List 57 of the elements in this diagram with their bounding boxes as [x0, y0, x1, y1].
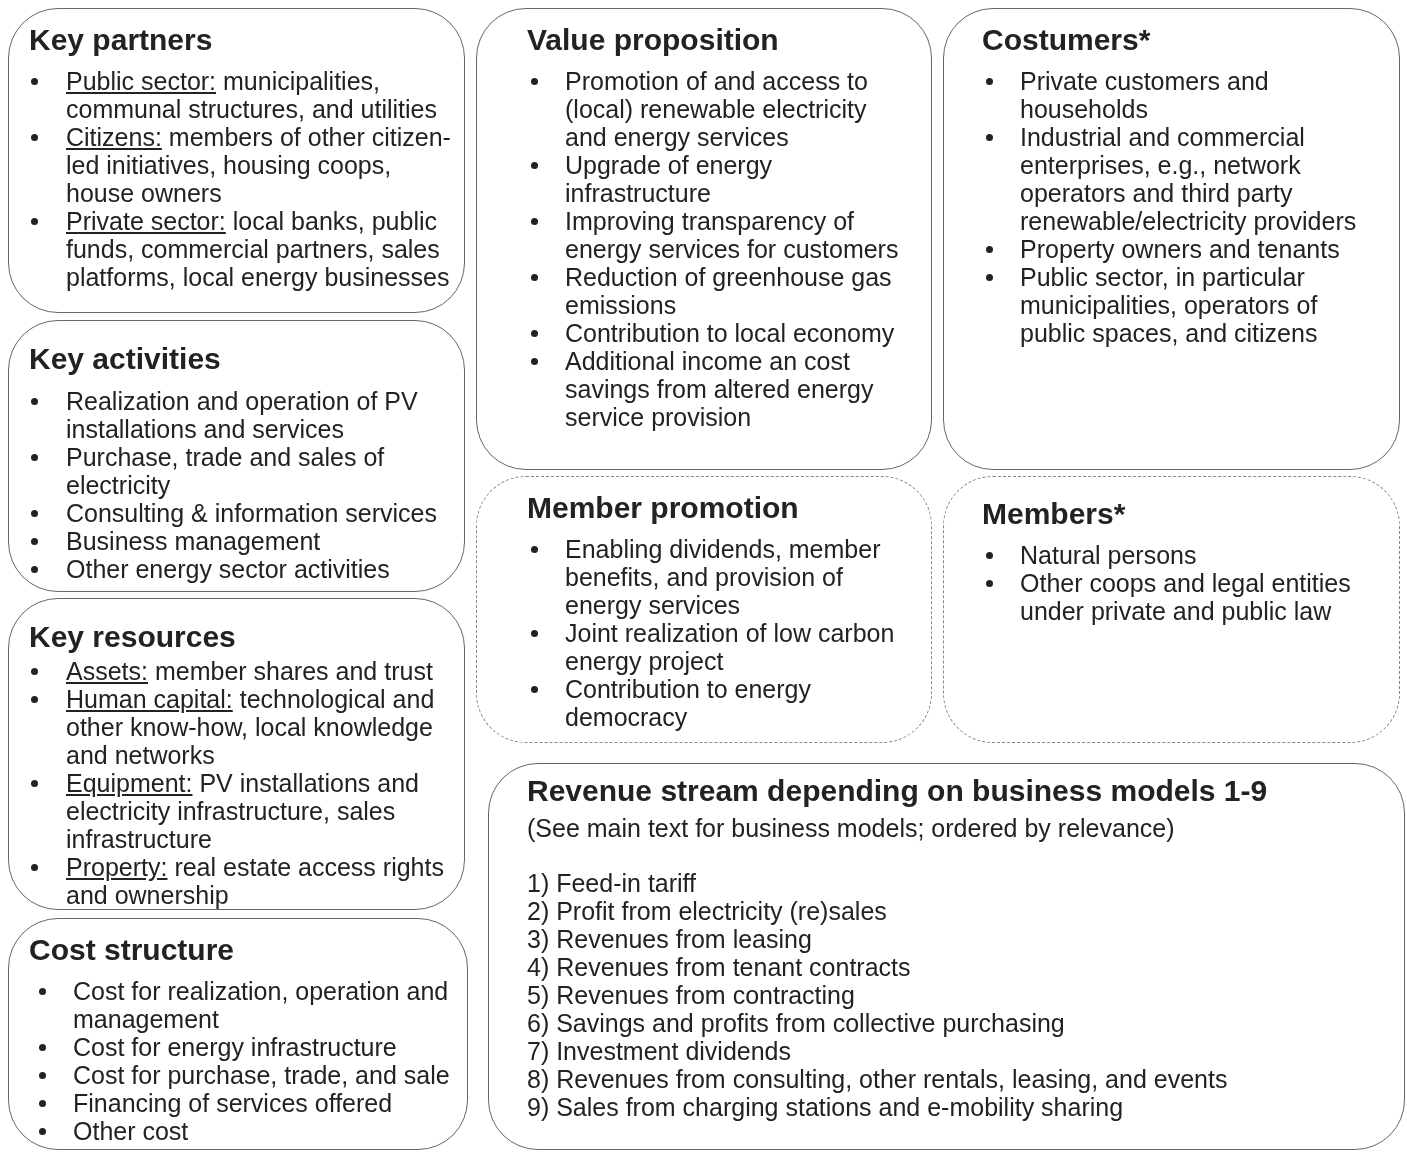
bullet-item: Property: real estate access rights and ownership [66, 853, 445, 909]
card-heading: Costumers* [982, 23, 1151, 57]
card-heading: Key resources [29, 620, 236, 654]
bullet-item: Realization and operation of PV installations and services [66, 387, 419, 443]
bullet-item: Upgrade of energy infrastructure [565, 151, 774, 207]
bullet-item: Purchase, trade and sales of electricity [66, 443, 386, 499]
rounded-card [476, 8, 932, 470]
numbered-item: 2) Profit from electricity (re)sales [527, 897, 887, 925]
bullet-item: Property owners and tenants [1020, 235, 1341, 263]
bullet-item: Enabling dividends, member benefits, and provision of energy services [565, 535, 882, 619]
numbered-item: 9) Sales from charging stations and e-mobility sharing [527, 1093, 1124, 1121]
bullet-item: Public sector, in particular municipalities, operators of public spaces, and citizens [1020, 263, 1319, 347]
bullet-item: Contribution to local economy [565, 319, 896, 347]
bullet-item: Business management [66, 527, 322, 555]
bullet-item: Cost for energy infrastructure [73, 1033, 398, 1061]
bullet-item: Additional income an cost savings from altered energy service provision [565, 347, 875, 431]
dashed-card [943, 476, 1400, 743]
rounded-card [8, 598, 465, 910]
bullet-item: Private sector: local banks, public funds, commercial partners, sales platforms, local energy businesses [66, 207, 451, 291]
rounded-card [8, 918, 468, 1150]
numbered-item: 1) Feed-in tariff [527, 869, 697, 897]
bullet-item: Human capital: technological and other know-how, local knowledge and networks [66, 685, 436, 769]
bullet-item: Other coops and legal entities under private and public law [1020, 569, 1352, 625]
rounded-card [488, 763, 1405, 1150]
bullet-item: Assets: member shares and trust [66, 657, 434, 685]
numbered-item: 4) Revenues from tenant contracts [527, 953, 911, 981]
bullet-item: Natural persons [1020, 541, 1198, 569]
numbered-item: 8) Revenues from consulting, other rentals, leasing, and events [527, 1065, 1228, 1093]
card-heading: Members* [982, 497, 1126, 531]
numbered-item: 7) Investment dividends [527, 1037, 792, 1065]
bullet-item: Consulting & information services [66, 499, 438, 527]
bullet-item: Other energy sector activities [66, 555, 391, 583]
bullet-item: Reduction of greenhouse gas emissions [565, 263, 893, 319]
bullet-item: Other cost [73, 1117, 190, 1145]
card-heading: Value proposition [527, 23, 779, 57]
bullet-item: Promotion of and access to (local) renewable electricity and energy services [565, 67, 869, 151]
card-heading: Member promotion [527, 491, 799, 525]
bullet-item: Improving transparency of energy services for customers [565, 207, 900, 263]
numbered-item: 6) Savings and profits from collective purchasing [527, 1009, 1065, 1037]
rounded-card [943, 8, 1400, 470]
bullet-item: Industrial and commercial enterprises, e.g., network operators and third party renewable/electricity providers [1020, 123, 1358, 235]
card-heading: Revenue stream depending on business models 1-9 [527, 774, 1268, 808]
dashed-card [476, 476, 932, 743]
bullet-item: Private customers and households [1020, 67, 1270, 123]
card-heading: Key activities [29, 342, 221, 376]
numbered-item: 3) Revenues from leasing [527, 925, 812, 953]
bullet-item: Contribution to energy democracy [565, 675, 812, 731]
bullet-item: Joint realization of low carbon energy project [565, 619, 896, 675]
numbered-item: 5) Revenues from contracting [527, 981, 855, 1009]
rounded-card [8, 320, 465, 592]
card-heading: Key partners [29, 23, 213, 57]
subtitle-note: (See main text for business models; ordered by relevance) [527, 814, 1175, 842]
bullet-item: Cost for purchase, trade, and sale [73, 1061, 451, 1089]
rounded-card [8, 8, 465, 313]
card-heading: Cost structure [29, 933, 235, 967]
bullet-item: Financing of services offered [73, 1089, 394, 1117]
bullet-item: Cost for realization, operation and management [73, 977, 450, 1033]
